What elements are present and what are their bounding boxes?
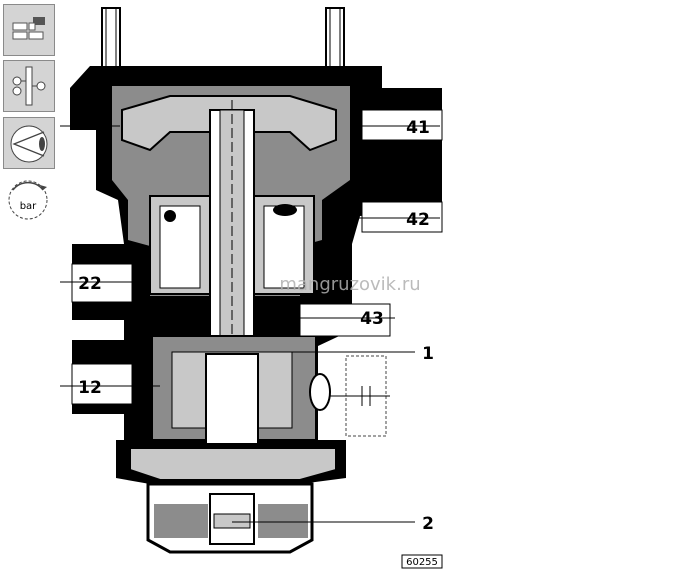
port-43-label: 43 — [360, 309, 384, 329]
tool-pressure-button[interactable]: bar — [3, 176, 55, 228]
top-studs — [101, 7, 345, 69]
view-angle-icon — [10, 125, 48, 163]
spring-cavities — [149, 195, 315, 295]
gauge-label: bar — [20, 201, 37, 212]
lower-stem — [205, 353, 259, 445]
layout-blocks-icon — [12, 17, 45, 40]
silencer — [146, 482, 314, 554]
port-openings — [71, 109, 443, 405]
tool-view-angle-button[interactable] — [3, 117, 55, 169]
port-41-label: 41 — [406, 118, 430, 138]
port-42-label: 42 — [406, 210, 430, 230]
lower-piston — [129, 447, 337, 481]
port-12-label: 12 — [78, 378, 102, 398]
tool-exploded-view-button[interactable] — [3, 60, 55, 112]
auxiliary-port — [309, 373, 331, 411]
drawing-number-box — [401, 554, 443, 569]
tool-layout-button[interactable] — [3, 4, 55, 56]
leader-lines — [60, 125, 440, 523]
drawing-number: 60255 — [406, 557, 438, 568]
port-22-label: 22 — [78, 274, 102, 294]
port-2-label: 2 — [422, 514, 434, 534]
exploded-parts-icon — [12, 66, 46, 106]
watermark-text: mangruzovik.ru — [279, 274, 420, 295]
central-stem — [209, 100, 255, 500]
pressure-gauge-icon: bar — [8, 180, 48, 220]
port-1-label: 1 — [422, 344, 434, 364]
